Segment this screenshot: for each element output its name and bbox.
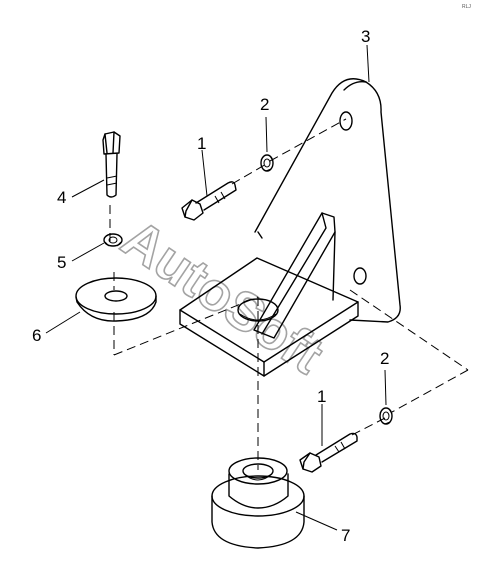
centerline-lower — [349, 289, 469, 371]
bracket-part-3 — [179, 78, 401, 377]
corner-mark: RLJ — [462, 4, 471, 10]
leader-1-upper — [201, 149, 208, 197]
leader-5 — [71, 242, 105, 262]
washer-part-6 — [75, 277, 157, 322]
callout-6: 6 — [32, 326, 41, 345]
svg-text:AutoSoft: AutoSoft — [111, 208, 334, 385]
callout-1-upper: 1 — [197, 134, 206, 153]
callout-7: 7 — [341, 526, 350, 545]
callout-3: 3 — [361, 27, 370, 46]
leader-4 — [71, 179, 105, 198]
leader-7 — [295, 511, 338, 531]
leader-2-lower — [384, 369, 387, 406]
callout-2-upper: 2 — [260, 95, 269, 114]
leader-lines — [45, 44, 387, 531]
callouts: 1 2 3 4 5 6 1 2 7 — [32, 27, 389, 545]
centerline-plate-front — [113, 296, 259, 356]
mount-part-7 — [211, 457, 305, 549]
leader-2-upper — [265, 116, 268, 153]
nut-part-2-upper — [260, 154, 274, 172]
leader-3 — [366, 44, 370, 83]
bolt-part-1-lower — [299, 432, 358, 473]
centerline-bolt1-upper — [231, 162, 269, 185]
bolt-part-4 — [102, 131, 121, 198]
callout-5: 5 — [57, 253, 66, 272]
nut-part-5 — [103, 233, 123, 247]
callout-1-lower: 1 — [317, 387, 326, 406]
callout-4: 4 — [57, 188, 66, 207]
leader-6 — [45, 311, 81, 334]
callout-2-lower: 2 — [380, 349, 389, 368]
watermark: AutoSoft — [110, 207, 334, 386]
nut-part-2-lower — [379, 407, 393, 425]
bolt-part-1-upper — [181, 181, 237, 221]
